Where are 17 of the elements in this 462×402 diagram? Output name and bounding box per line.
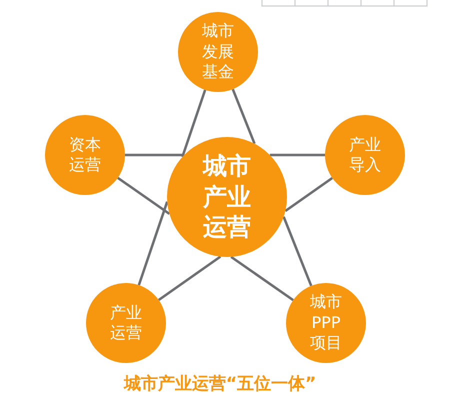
connector-line [230, 256, 294, 302]
node-label: 城市产业运营 [202, 150, 252, 244]
connector-line [270, 154, 325, 156]
connector-line [232, 88, 256, 144]
connector-line [181, 89, 206, 158]
connector-line [138, 201, 168, 286]
node-label: 产业运营 [109, 302, 143, 344]
node-label: 资本运营 [68, 134, 102, 176]
connector-line [117, 176, 170, 215]
node-label: 产业导入 [348, 134, 382, 176]
node-label: 城市PPP项目 [309, 292, 343, 354]
connector-line [282, 216, 312, 286]
node-label: 城市发展基金 [201, 21, 235, 83]
connector-line [284, 176, 333, 212]
connector-line [125, 154, 184, 156]
caption: 城市产业运营“五位一体” [122, 373, 318, 395]
connector-line [158, 256, 222, 302]
